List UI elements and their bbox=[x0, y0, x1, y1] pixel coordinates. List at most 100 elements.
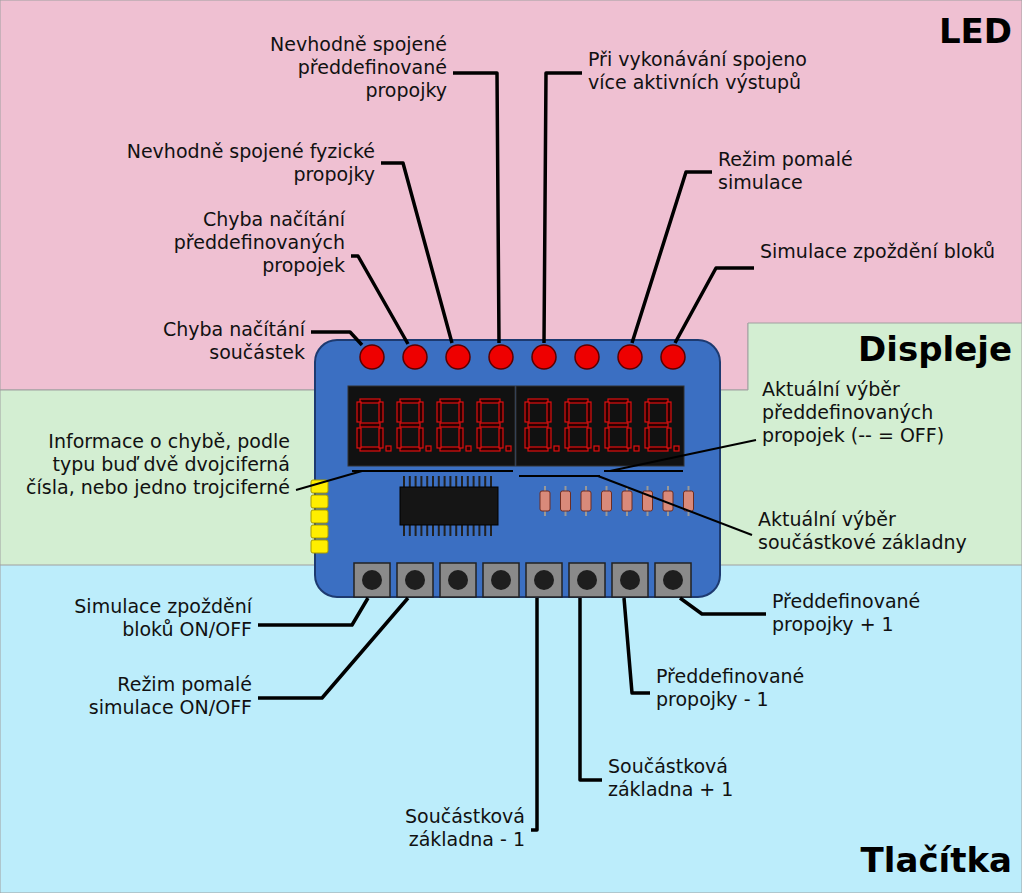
region-heading: Tlačítka bbox=[861, 841, 1012, 880]
chip-pin bbox=[473, 525, 475, 536]
label-holder: Předdefinované propojky + 1 bbox=[772, 590, 1002, 636]
display-segment bbox=[400, 423, 420, 427]
display-segment bbox=[648, 447, 668, 451]
callout-label: Simulace zpoždění bloků bbox=[760, 240, 1000, 263]
label-holder: Simulace zpoždění bloků ON/OFF bbox=[32, 595, 252, 641]
chip-pin bbox=[449, 476, 451, 487]
led bbox=[360, 345, 384, 369]
callout-label: Nevhodně spojené předdefinované propojky bbox=[217, 33, 447, 103]
display-segment bbox=[648, 423, 668, 427]
button-cap bbox=[448, 570, 468, 590]
leader-line bbox=[675, 268, 754, 343]
resistor-body bbox=[540, 491, 550, 511]
label-holder: Simulace zpoždění bloků bbox=[760, 240, 1000, 263]
display-segment bbox=[360, 399, 380, 403]
led bbox=[575, 345, 599, 369]
display-segment bbox=[667, 402, 671, 422]
leader-line bbox=[258, 598, 368, 625]
label-holder: Režim pomalé simulace ON/OFF bbox=[57, 673, 252, 719]
chip-pin bbox=[438, 476, 440, 487]
header-pins bbox=[311, 480, 328, 553]
led bbox=[618, 345, 642, 369]
leader-line bbox=[311, 332, 362, 345]
resistor-row bbox=[540, 486, 694, 516]
chip-pin bbox=[484, 525, 486, 536]
chip-pin bbox=[467, 476, 469, 487]
display-segment bbox=[525, 428, 529, 448]
callout-label: Chyba načítání předdefinovaných propojek bbox=[135, 208, 345, 278]
display-segment bbox=[480, 447, 500, 451]
led bbox=[446, 345, 470, 369]
label-holder: Aktuální výběr předdefinovaných propojek… bbox=[762, 378, 967, 448]
resistor-body bbox=[581, 491, 591, 511]
display-segment bbox=[627, 402, 631, 422]
chip-pin bbox=[478, 476, 480, 487]
chip-pin bbox=[490, 476, 492, 487]
display-dot bbox=[426, 446, 431, 451]
display-segment bbox=[528, 447, 548, 451]
display-segment bbox=[499, 402, 503, 422]
leader-line bbox=[680, 598, 766, 614]
push-button bbox=[526, 563, 562, 597]
region-heading: LED bbox=[939, 12, 1012, 51]
display-segment bbox=[477, 402, 481, 422]
label-holder: Nevhodně spojené fyzické propojky bbox=[125, 140, 375, 186]
resistor-body bbox=[684, 491, 694, 511]
chip-body bbox=[400, 487, 498, 525]
push-button bbox=[569, 563, 605, 597]
chip-pin bbox=[420, 525, 422, 536]
band-fill bbox=[0, 565, 1022, 893]
ic-chip bbox=[400, 476, 498, 536]
label-holder: Chyba načítání předdefinovaných propojek bbox=[135, 208, 345, 278]
callout-label: Při vykonávání spojeno více aktivních vý… bbox=[588, 48, 813, 94]
label-holder: Aktuální výběr součástkové základny bbox=[758, 508, 1013, 554]
leader-line bbox=[531, 598, 537, 830]
callout-label: Simulace zpoždění bloků ON/OFF bbox=[32, 595, 252, 641]
chip-pin bbox=[426, 476, 428, 487]
heading-holder: Tlačítka bbox=[861, 841, 1012, 880]
label-holder: Součástková základna - 1 bbox=[360, 805, 525, 851]
display-segment bbox=[480, 399, 500, 403]
push-button bbox=[483, 563, 519, 597]
heading-holder: Displeje bbox=[858, 330, 1012, 369]
heading-holder: LED bbox=[939, 12, 1012, 51]
callout-label: Aktuální výběr předdefinovaných propojek… bbox=[762, 378, 967, 448]
display-segment bbox=[568, 423, 588, 427]
display-segment bbox=[419, 428, 423, 448]
button-cap bbox=[491, 570, 511, 590]
label-holder: Při vykonávání spojeno více aktivních vý… bbox=[588, 48, 813, 94]
leader-line bbox=[598, 476, 752, 535]
display-segment bbox=[360, 447, 380, 451]
label-holder: Informace o chybě, podle typu buď dvě dv… bbox=[20, 430, 290, 500]
chip-pin bbox=[490, 525, 492, 536]
led bbox=[661, 345, 685, 369]
display-segment bbox=[379, 428, 383, 448]
display-segment bbox=[667, 428, 671, 448]
display-block bbox=[348, 386, 515, 466]
resistor-body bbox=[602, 491, 612, 511]
display-dot bbox=[554, 446, 559, 451]
label-holder: Nevhodně spojené předdefinované propojky bbox=[217, 33, 447, 103]
display-segment bbox=[360, 423, 380, 427]
push-button bbox=[397, 563, 433, 597]
label-holder: Předdefinované propojky - 1 bbox=[656, 665, 856, 711]
chip-pin bbox=[455, 525, 457, 536]
display-segment bbox=[568, 447, 588, 451]
label-holder: Součástková základna + 1 bbox=[608, 755, 793, 801]
button-cap bbox=[577, 570, 597, 590]
display-segment bbox=[397, 428, 401, 448]
display-segment bbox=[400, 399, 420, 403]
display-segment bbox=[587, 402, 591, 422]
display-segment bbox=[379, 402, 383, 422]
display-segment bbox=[400, 447, 420, 451]
callout-label: Nevhodně spojené fyzické propojky bbox=[125, 140, 375, 186]
chip-pin bbox=[461, 525, 463, 536]
display-dot bbox=[634, 446, 639, 451]
chip-pin bbox=[444, 525, 446, 536]
chip-pin bbox=[484, 476, 486, 487]
chip-pin bbox=[461, 476, 463, 487]
chip-pin bbox=[467, 525, 469, 536]
display-segment bbox=[608, 447, 628, 451]
display-segment bbox=[440, 447, 460, 451]
